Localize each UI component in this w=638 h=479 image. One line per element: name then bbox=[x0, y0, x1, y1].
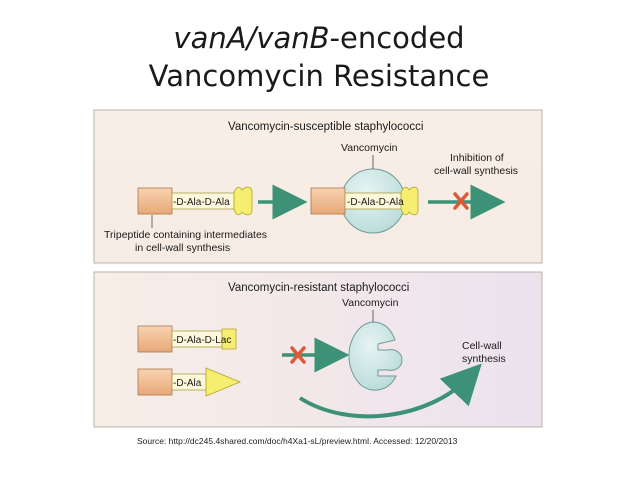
lac-peptide-block bbox=[137, 325, 173, 353]
result-bottom-line-1: Cell-wall bbox=[462, 340, 502, 352]
bound-terminus bbox=[400, 186, 419, 216]
synthesis-curved-arrow bbox=[298, 363, 482, 419]
title-gene-names: vanA/vanB bbox=[173, 21, 330, 55]
panel-susceptible-bg bbox=[93, 109, 543, 264]
panel-susceptible-heading: Vancomycin-susceptible staphylococci bbox=[228, 121, 423, 133]
title-encoded: -encoded bbox=[329, 21, 465, 55]
d-ala-d-lac-intermediate: -D-Ala-D-Lac bbox=[137, 325, 237, 353]
panel-resistant-heading: Vancomycin-resistant staphylococci bbox=[228, 282, 409, 294]
vancomycin-label-bottom: Vancomycin bbox=[342, 297, 399, 309]
d-ala-d-ala-terminus bbox=[233, 186, 253, 216]
d-ala-intermediate: -D-Ala bbox=[137, 367, 242, 397]
slide-title-line-2: Vancomycin Resistance bbox=[148, 59, 490, 93]
ala-arrow-terminus bbox=[205, 367, 242, 397]
panel-resistant: Vancomycin-resistant staphylococci -D-Al… bbox=[93, 271, 543, 428]
substrate1-label: -D-Ala-D-Lac bbox=[173, 335, 231, 346]
bound-label: -D-Ala-D-Ala bbox=[347, 197, 404, 208]
vancomycin-bound-complex: Vancomycin -D-Ala-D-Ala bbox=[310, 142, 419, 234]
caption-line-2: in cell-wall synthesis bbox=[135, 242, 230, 254]
blocked-x-icon-bottom bbox=[290, 346, 306, 364]
tripeptide-intermediate: -D-Ala-D-Ala bbox=[137, 186, 253, 216]
vancomycin-label-top: Vancomycin bbox=[341, 142, 398, 154]
source-citation: Source: http://dc245.4shared.com/doc/h4X… bbox=[137, 436, 458, 446]
bound-peptide-block bbox=[310, 187, 346, 215]
substrate-label: -D-Ala-D-Ala bbox=[173, 197, 230, 208]
substrate2-label: -D-Ala bbox=[173, 378, 202, 389]
d-lac-terminus bbox=[221, 328, 237, 350]
vancomycin-molecule-open bbox=[348, 321, 403, 391]
result-line-1: Inhibition of bbox=[450, 152, 504, 164]
panel-susceptible: Vancomycin-susceptible staphylococci -D-… bbox=[93, 109, 543, 264]
peptide-block bbox=[137, 187, 173, 215]
result-bottom-line-2: synthesis bbox=[462, 353, 506, 365]
result-line-2: cell-wall synthesis bbox=[434, 165, 518, 177]
ala-peptide-block bbox=[137, 368, 173, 396]
blocked-x-icon bbox=[453, 192, 469, 210]
vancomycin-unbound: Vancomycin bbox=[342, 297, 403, 391]
caption-line-1: Tripeptide containing intermediates bbox=[104, 229, 267, 241]
slide-title-line-1: vanA/vanB-encoded bbox=[0, 20, 638, 56]
